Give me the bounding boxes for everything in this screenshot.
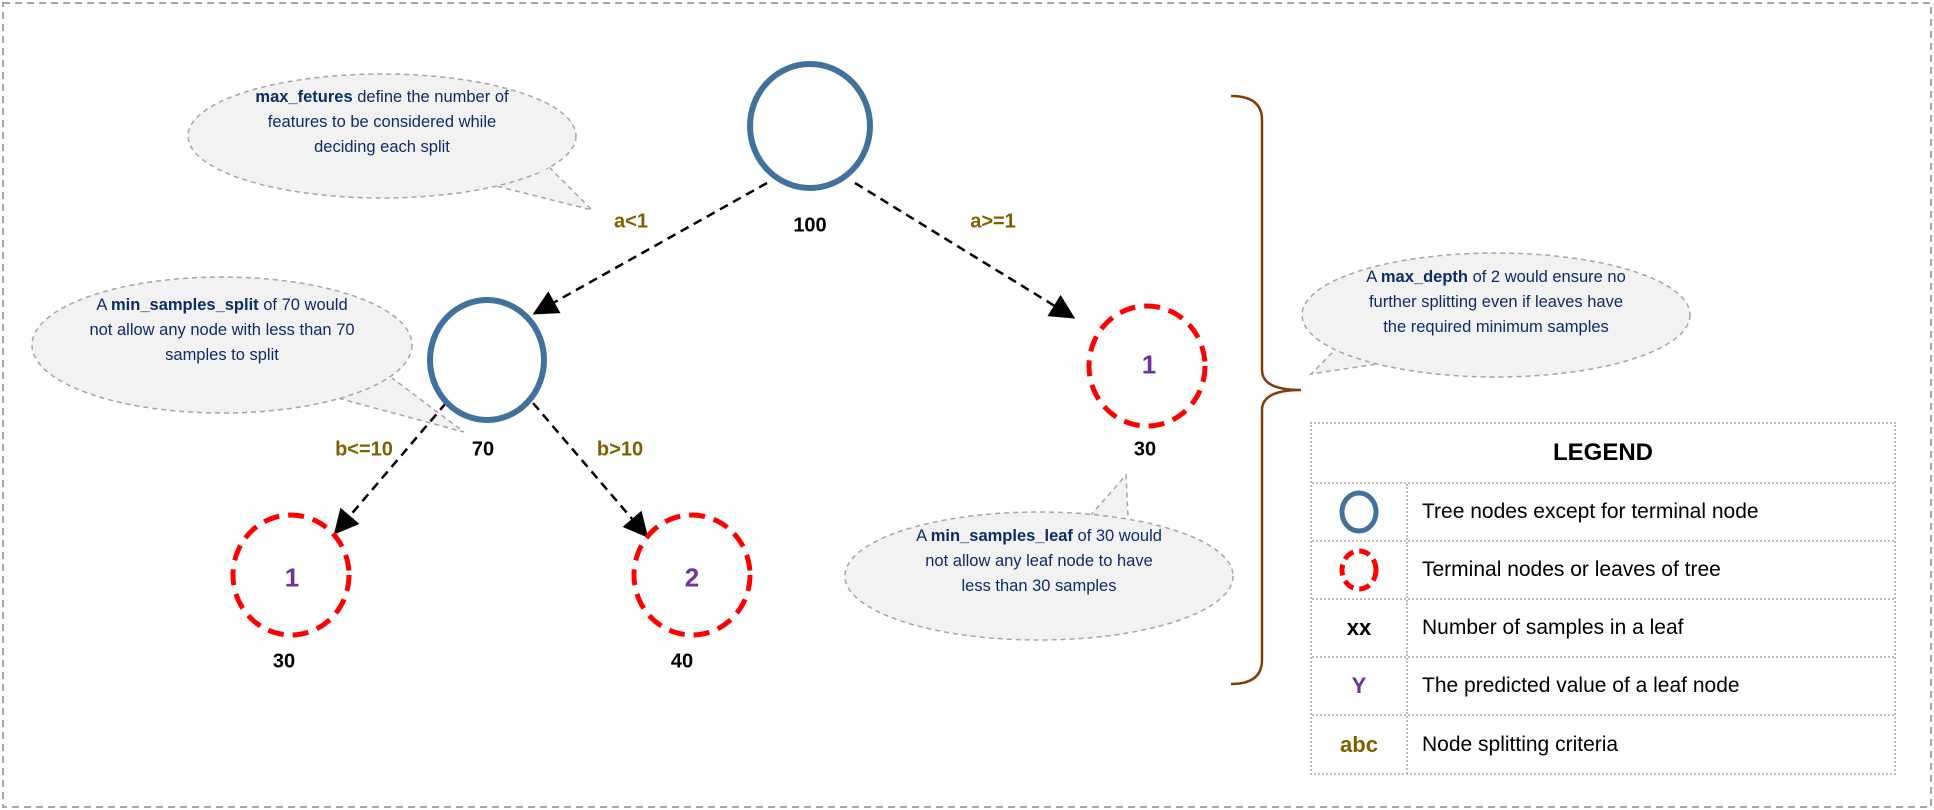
right-leaf-sample-count: 30 — [1133, 438, 1157, 461]
red-dashed-circle-icon — [1312, 542, 1408, 598]
right-leaf-circle — [1086, 303, 1208, 429]
leaf-1-prediction: 1 — [284, 562, 300, 593]
criterion-left-left: b<=10 — [335, 438, 393, 461]
legend-row: abc Node splitting criteria — [1312, 716, 1894, 774]
depth-brace — [1230, 94, 1302, 686]
root-sample-count: 100 — [793, 214, 827, 237]
leaf-2-sample-count: 40 — [670, 650, 694, 673]
param-name: max_fetures — [255, 88, 353, 106]
legend-label: The predicted value of a leaf node — [1422, 674, 1740, 697]
legend-row: xx Number of samples in a leaf — [1312, 600, 1894, 658]
callout-max-features-bubble — [187, 73, 595, 212]
legend-symbol-criteria: abc — [1312, 716, 1408, 774]
legend-table: LEGEND Tree nodes except for terminal no… — [1310, 422, 1896, 775]
param-name: max_depth — [1380, 268, 1468, 286]
callout-prefix: A — [916, 527, 931, 545]
criterion-left-right: b>10 — [596, 438, 644, 461]
leaf-1-sample-count: 30 — [272, 650, 296, 673]
legend-row: Terminal nodes or leaves of tree — [1312, 542, 1894, 600]
blue-circle-icon — [1312, 484, 1408, 540]
callout-text: of 2 would ensure no further splitting e… — [1368, 268, 1626, 336]
callout-min-samples-leaf: A min_samples_leaf of 30 would not allow… — [909, 524, 1169, 599]
internal-sample-count: 70 — [471, 438, 495, 461]
legend-row: Tree nodes except for terminal node — [1312, 484, 1894, 542]
root-node-circle — [747, 61, 873, 191]
criterion-root-right: a>=1 — [970, 210, 1016, 233]
legend-title: LEGEND — [1312, 424, 1894, 484]
legend-label: Terminal nodes or leaves of tree — [1422, 558, 1721, 581]
criterion-root-left: a<1 — [614, 210, 648, 233]
callout-max-features: max_fetures define the number of feature… — [247, 85, 517, 160]
leaf-2-prediction: 2 — [684, 562, 700, 593]
edge-left-right — [532, 402, 649, 538]
callout-max-depth: A max_depth of 2 would ensure no further… — [1366, 265, 1626, 340]
legend-symbol-count: xx — [1312, 600, 1408, 656]
leaf-1-circle — [230, 512, 352, 638]
callout-prefix: A — [96, 296, 112, 314]
legend-label: Tree nodes except for terminal node — [1422, 500, 1759, 523]
callout-text: of 30 would not allow any leaf node to h… — [925, 527, 1162, 595]
edge-left-left — [333, 402, 447, 535]
edge-root-right — [854, 181, 1076, 319]
legend-symbol-prediction: Y — [1312, 658, 1408, 714]
callout-prefix: A — [1366, 268, 1381, 286]
callout-min-samples-split: A min_samples_split of 70 would not allo… — [87, 293, 357, 368]
callout-min-samples-leaf-bubble — [844, 473, 1234, 641]
legend-row: Y The predicted value of a leaf node — [1312, 658, 1894, 716]
internal-node-circle — [427, 297, 547, 423]
param-name: min_samples_split — [111, 296, 259, 314]
param-name: min_samples_leaf — [930, 527, 1073, 545]
callout-text: define the number of features to be cons… — [267, 88, 509, 156]
legend-label: Number of samples in a leaf — [1422, 616, 1684, 639]
legend-label: Node splitting criteria — [1422, 733, 1619, 756]
callout-max-depth-bubble — [1301, 252, 1691, 378]
leaf-2-circle — [631, 512, 753, 638]
right-leaf-prediction: 1 — [1141, 349, 1157, 380]
callout-min-samples-split-bubble — [31, 276, 465, 433]
callout-text: of 70 would not allow any node with less… — [89, 296, 355, 364]
